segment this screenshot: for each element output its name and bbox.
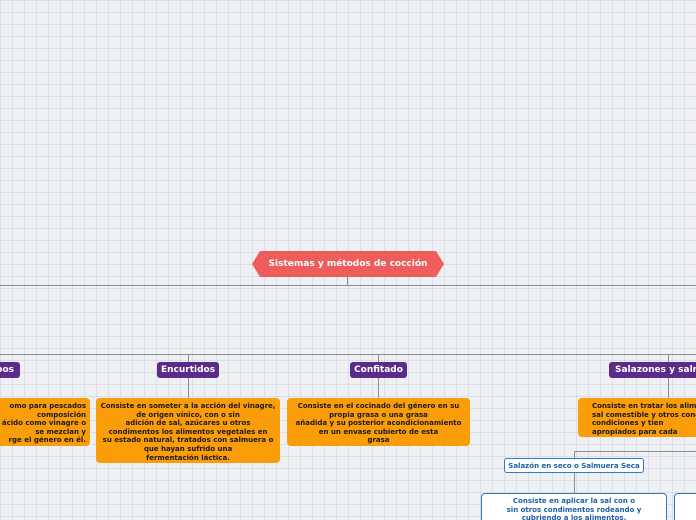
connector-salazones	[668, 354, 669, 362]
category-label: Encurtidos	[160, 365, 216, 375]
subtopic-node-salazon-seco[interactable]: Salazón en seco o Salmuera Seca	[504, 458, 644, 473]
subtopic-description-node[interactable]: Consiste en aplicar la sal con o sin otr…	[481, 493, 667, 520]
connector-sub-bus	[574, 451, 696, 452]
connector-salazones-desc	[668, 378, 669, 398]
subtopic-description-node-partial-right[interactable]	[674, 493, 696, 520]
description-node-encurtidos[interactable]: Consiste en someter a la acción del vina…	[96, 398, 280, 463]
connector-sub-down	[574, 451, 575, 458]
connector-confitado	[378, 354, 379, 362]
connector-confitado-desc	[378, 378, 379, 398]
category-node-salazones[interactable]: Salazones y saln	[609, 362, 696, 378]
connector-encurtidos-desc	[188, 378, 189, 398]
connector-main-bus	[0, 285, 696, 286]
category-label: Confitado	[354, 365, 403, 375]
description-node-confitado[interactable]: Consiste en el cocinado del género en su…	[287, 398, 470, 446]
root-topic[interactable]: Sistemas y métodos de cocción	[252, 251, 444, 277]
connector-branch-bus	[0, 354, 696, 355]
category-node-partial-left[interactable]: bos	[0, 362, 20, 378]
subtopic-label: Salazón en seco o Salmuera Seca	[508, 461, 640, 470]
category-label: Salazones y saln	[615, 365, 696, 375]
connector-root-down	[347, 277, 348, 285]
category-node-confitado[interactable]: Confitado	[350, 362, 407, 378]
connector-encurtidos	[188, 354, 189, 362]
description-node-salazones[interactable]: Consiste en tratar los alim sal comestib…	[578, 398, 696, 437]
root-topic-label: Sistemas y métodos de cocción	[268, 259, 428, 269]
description-node-partial-left[interactable]: omo para pescados composición ácido como…	[0, 398, 90, 446]
category-label: bos	[0, 365, 14, 375]
category-node-encurtidos[interactable]: Encurtidos	[157, 362, 219, 378]
connector-sub-desc	[574, 473, 575, 493]
